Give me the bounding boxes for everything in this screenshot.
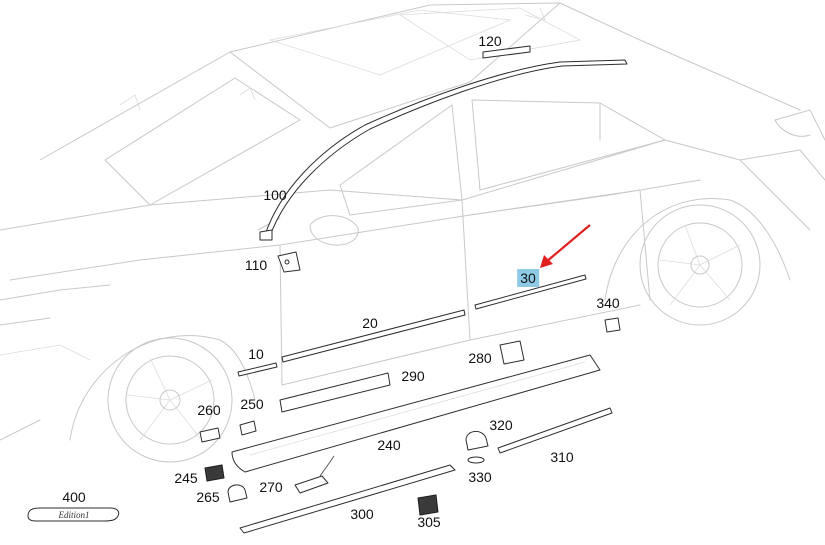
callout-260: 260 (197, 402, 221, 418)
callout-10: 10 (248, 346, 264, 362)
callout-110: 110 (244, 257, 268, 273)
callout-250: 250 (240, 396, 264, 412)
callout-245: 245 (174, 470, 198, 486)
callout-400: 400 (62, 489, 86, 505)
callout-300: 300 (350, 506, 374, 522)
part-10 (237, 362, 278, 377)
part-330 (467, 456, 485, 464)
part-305 (417, 494, 439, 516)
part-310 (497, 407, 613, 454)
part-250 (239, 420, 257, 436)
part-270 (294, 475, 329, 494)
callout-30-highlighted: 30 (517, 269, 539, 287)
part-30 (474, 274, 587, 310)
part-290 (279, 372, 391, 413)
callout-120: 120 (478, 33, 502, 49)
callout-320: 320 (489, 417, 513, 433)
part-20 (281, 309, 466, 363)
parts (27, 45, 628, 534)
callout-305: 305 (417, 514, 441, 530)
part-400 (27, 507, 120, 522)
callout-240: 240 (377, 437, 401, 453)
part-265 (227, 484, 248, 503)
part-320 (465, 431, 489, 451)
part-280 (499, 340, 525, 365)
callout-340: 340 (596, 295, 620, 311)
part-240 (231, 354, 601, 473)
part-100-end (259, 229, 273, 241)
part-300 (239, 464, 456, 534)
part-245 (204, 464, 225, 482)
part-120 (482, 45, 531, 59)
callout-330: 330 (468, 469, 492, 485)
part-340 (604, 317, 621, 333)
car-outline (0, 2, 825, 463)
callout-310: 310 (550, 449, 574, 465)
part-260 (199, 427, 221, 443)
callout-265: 265 (196, 489, 220, 505)
callout-280: 280 (468, 350, 492, 366)
callout-20: 20 (362, 315, 378, 331)
callout-270: 270 (259, 479, 283, 495)
callout-290: 290 (401, 368, 425, 384)
highlight-arrow (540, 224, 591, 268)
edition-badge-text: Edition1 (58, 510, 90, 520)
callout-100: 100 (263, 187, 287, 203)
part-100 (264, 59, 628, 237)
